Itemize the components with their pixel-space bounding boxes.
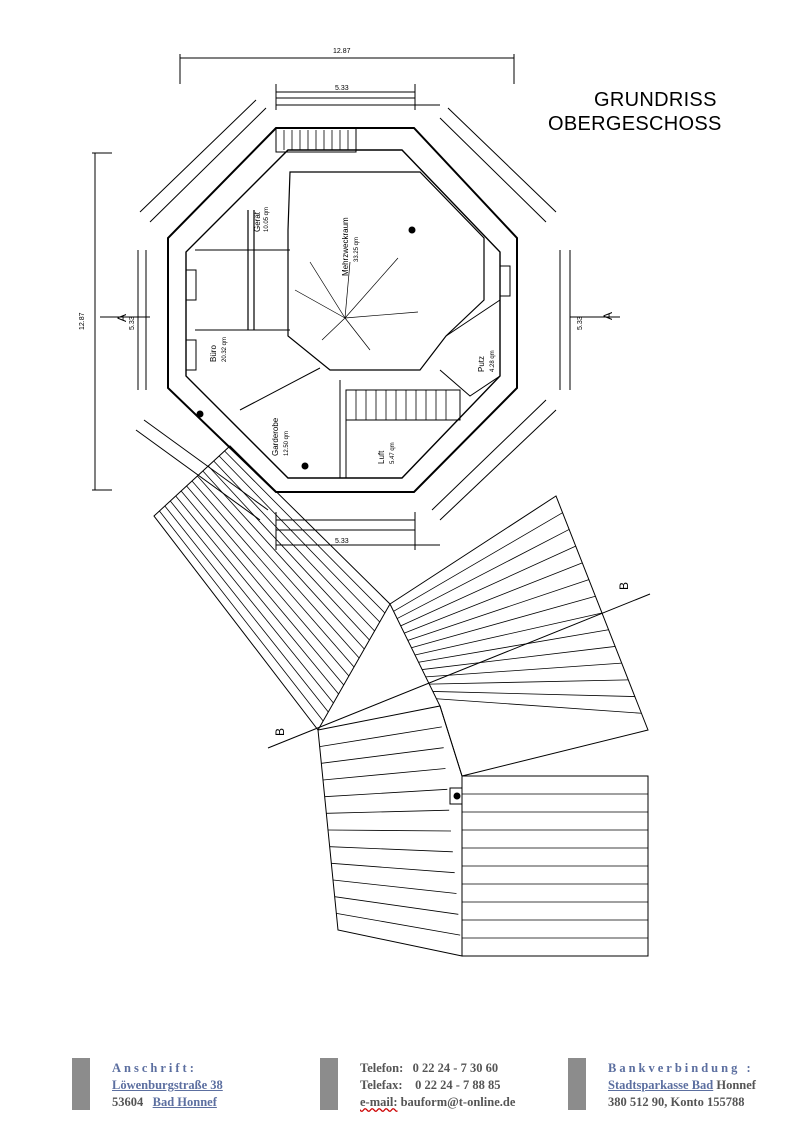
room-mehrzweckraum-name: Mehrzweckraum — [341, 217, 350, 276]
phone-label: Telefon: — [360, 1061, 404, 1075]
stair-tread-line — [327, 829, 452, 832]
stair-tread-line — [207, 465, 370, 641]
stair-tread-line — [393, 512, 563, 612]
stair-tread-line — [218, 455, 381, 623]
stair-tread-line — [425, 662, 622, 678]
bank-name-2: Honnef — [716, 1078, 756, 1092]
fax-label: Telefax: — [360, 1078, 403, 1092]
dim-total-width: 12.87 — [333, 48, 351, 55]
stair-tread-line — [331, 862, 455, 874]
plan-title-line2: OBERGESCHOSS — [548, 113, 722, 135]
room-buero-name: Büro — [209, 345, 218, 362]
dim-right: 5.33 — [577, 316, 584, 330]
room-geraet-area: 10.05 qm — [264, 207, 270, 232]
stair-tread-line — [175, 495, 339, 695]
address-label: Anschrift: — [112, 1061, 197, 1075]
footer-bank-bar — [568, 1058, 586, 1110]
stair-tread-line — [414, 612, 603, 656]
room-luft-area: 5.47 qm — [390, 442, 396, 464]
stair-tread-line — [322, 768, 446, 781]
address-street: Löwenburgstraße 38 — [112, 1078, 223, 1092]
stair-tread-line — [326, 809, 450, 814]
dim-left: 5.33 — [129, 316, 136, 330]
stair-tread-line — [396, 529, 570, 619]
stair-tread-line — [197, 475, 360, 659]
stair-tread-line — [324, 788, 448, 798]
address-zip: 53604 — [112, 1095, 144, 1109]
stair-tread-line — [164, 505, 329, 713]
footer-contact-bar — [320, 1058, 338, 1110]
stair-tread-line — [202, 470, 365, 650]
stair-tread-line — [321, 747, 444, 764]
email-link[interactable]: bauform@t-online.de — [400, 1095, 516, 1109]
room-garderobe-name: Garderobe — [271, 417, 280, 456]
stair-tread-line — [329, 846, 453, 853]
plan-title: GRUNDRISS OBERGESCHOSS — [548, 88, 722, 136]
section-a-right: A — [601, 312, 615, 320]
stair-tread-line — [186, 485, 350, 677]
footer: Anschrift: Löwenburgstraße 38 53604 Bad … — [0, 1052, 807, 1122]
stair-tread-line — [400, 545, 576, 627]
floor-plan-drawing: 12.87 12.87 5.33 5.33 5.33 5.33 A A B B … — [79, 48, 651, 957]
section-b-left: B — [273, 728, 287, 736]
phone-value: 0 22 24 - 7 30 60 — [412, 1061, 499, 1075]
stair-tread-line — [159, 510, 324, 722]
bank-name: Stadtsparkasse Bad — [608, 1078, 714, 1092]
address-city: Bad Honnef — [152, 1095, 217, 1109]
room-buero-area: 20.32 qm — [222, 337, 228, 362]
stair-tread-line — [336, 912, 461, 936]
room-luft-name: Luft — [377, 450, 386, 464]
stair-tread-line — [432, 691, 635, 697]
stair-tread-line — [404, 562, 583, 634]
fax-value: 0 22 24 - 7 88 85 — [415, 1078, 501, 1092]
room-garderobe-area: 12.50 qm — [284, 431, 290, 456]
section-b-right: B — [617, 582, 631, 590]
bank-account: 380 512 90, Konto 155788 — [608, 1095, 745, 1109]
room-putz-area: 4.28 qm — [490, 350, 496, 372]
plan-title-line1: GRUNDRISS — [594, 89, 717, 111]
section-a-left: A — [115, 314, 129, 322]
stair-tread-line — [213, 460, 375, 632]
dim-top: 5.33 — [335, 85, 349, 92]
stair-tread-line — [319, 726, 442, 748]
stair-tread-line — [436, 698, 642, 714]
dim-bottom: 5.33 — [335, 538, 349, 545]
bank-label: Bankverbindung : — [608, 1061, 754, 1075]
stair-tread-line — [180, 490, 345, 686]
stair-tread-line — [407, 579, 589, 641]
stair-tread-line — [429, 679, 629, 685]
room-geraet-name: Gerät — [253, 211, 262, 232]
stair-tread-line — [418, 629, 609, 663]
stair-tread-line — [334, 896, 459, 915]
room-mehrzweckraum-area: 33.25 qm — [354, 237, 360, 262]
stair-tread-line — [224, 450, 386, 614]
stair-tread-line — [191, 480, 355, 668]
stair-tread-line — [422, 646, 616, 670]
footer-address-bar — [72, 1058, 90, 1110]
stair-tread-line — [332, 879, 457, 894]
room-putz-name: Putz — [477, 356, 486, 372]
stair-tread-line — [169, 500, 334, 704]
stair-tread-line — [411, 595, 596, 649]
email-label: e-mail: — [360, 1095, 398, 1109]
dim-total-height: 12.87 — [79, 312, 86, 330]
